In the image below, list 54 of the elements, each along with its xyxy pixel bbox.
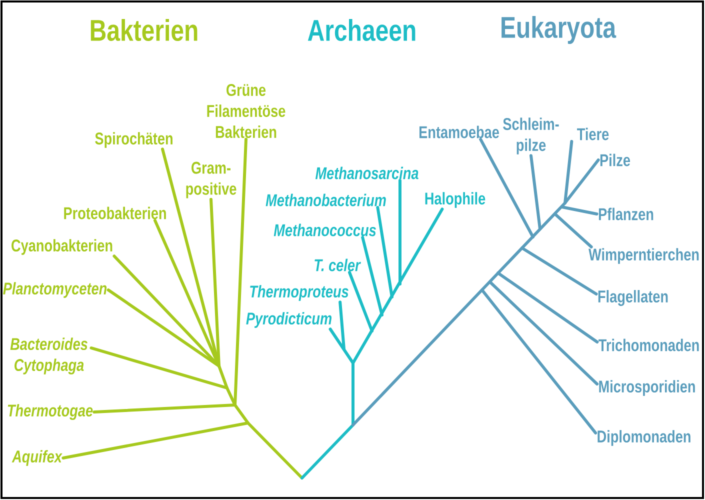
tree-branch <box>479 138 534 238</box>
tree-branch <box>348 270 374 332</box>
tree-branch <box>376 206 394 298</box>
tree-branch <box>480 288 598 434</box>
taxon-label: Wimperntierchen <box>588 248 699 264</box>
tree-branch <box>361 236 384 316</box>
tree-branch <box>62 422 250 460</box>
tree-branch <box>398 178 402 286</box>
taxon-label: Thermoproteus <box>250 285 348 301</box>
taxon-label: Methanobacterium <box>266 194 386 206</box>
tree-branch <box>106 288 220 368</box>
taxon-label: Planctomyceten <box>3 282 107 298</box>
taxon-label: Halophile <box>425 192 486 208</box>
tree-branch <box>92 404 236 414</box>
tree-branch <box>352 208 444 364</box>
taxon-label: Schleim- pilze <box>503 118 559 154</box>
tree-branch <box>210 198 220 368</box>
tree-branch <box>90 346 228 390</box>
tree-branch <box>234 138 248 406</box>
taxon-label: Thermotogae <box>8 404 93 420</box>
taxon-label: Pyrodicticum <box>246 312 332 328</box>
tree-branch <box>112 254 220 368</box>
taxon-label: Tiere <box>577 128 609 140</box>
taxon-label: Diplomonaden <box>598 430 690 446</box>
taxon-label: Aquifex <box>12 450 62 466</box>
tree-branch <box>564 140 574 204</box>
tree-branch <box>564 158 600 204</box>
taxon-label: Trichomonaden <box>598 338 699 352</box>
taxon-label: Bacteroides Cytophaga <box>10 338 88 374</box>
taxon-label: Pflanzen <box>598 208 654 220</box>
heading: Eukaryota <box>502 16 616 44</box>
tree-branch <box>520 246 598 296</box>
tree-branch <box>554 212 593 248</box>
taxon-label: Microsporidien <box>599 380 695 396</box>
taxon-label: Methanococcus <box>274 224 376 236</box>
taxon-label: Pilze <box>600 154 630 166</box>
taxon-label: Cyanobakterien <box>12 239 112 255</box>
heading: Bakterien <box>90 18 198 42</box>
tree-branch <box>530 154 542 230</box>
taxon-label: Entamoebae <box>419 126 499 138</box>
tree-branch <box>488 280 599 386</box>
taxon-label: Methanosarcina <box>315 166 418 180</box>
taxon-label: T. celer <box>314 258 361 272</box>
tree-branch <box>496 272 599 344</box>
taxon-label: Grüne Filamentöse Bakterien <box>207 84 286 138</box>
heading: Archaeen <box>308 18 416 42</box>
tree-branch <box>560 206 598 216</box>
tree-branch <box>328 328 354 364</box>
taxon-label: Proteobakterien <box>64 206 166 220</box>
taxon-label: Flagellaten <box>598 290 668 306</box>
tree-branch <box>153 218 220 368</box>
taxon-label: Spirochäten <box>95 132 172 148</box>
taxon-label: Gram- positive <box>186 162 236 198</box>
tree-branch <box>338 300 346 350</box>
